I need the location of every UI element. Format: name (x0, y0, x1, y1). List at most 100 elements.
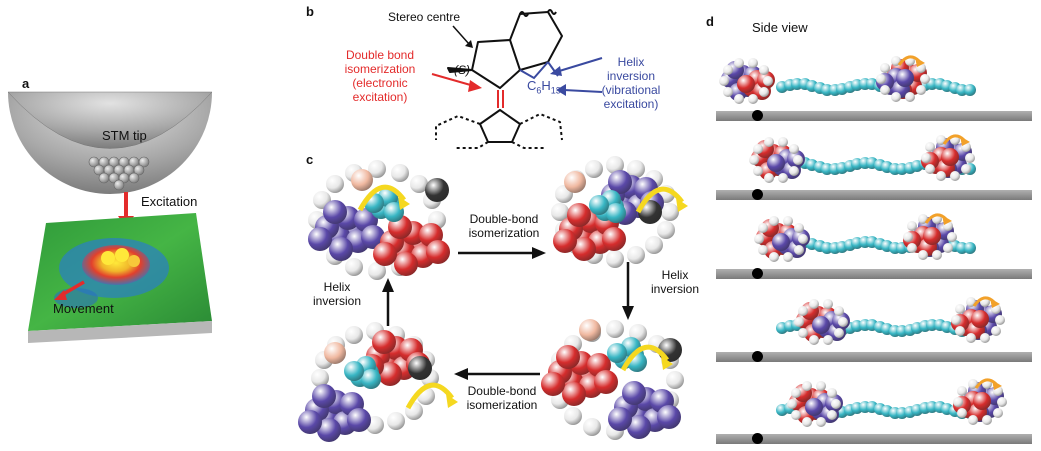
hydrogen-sphere (990, 325, 1001, 336)
hydrogen-sphere (960, 163, 971, 174)
atom-sphere (308, 227, 333, 252)
hydrogen-sphere (957, 407, 968, 418)
arrow-bottom (454, 368, 540, 380)
hydrogen-sphere (754, 234, 764, 244)
anchor-dot (752, 433, 763, 444)
left-arrow-label: Helix inversion (302, 280, 372, 308)
hydrogen-sphere (764, 172, 775, 183)
substituent-c: C (527, 78, 537, 93)
stereo-sphere (579, 319, 601, 341)
panel-d-label: d (706, 14, 714, 29)
helix-inversion-label: Helix inversion (vibrational excitation) (586, 55, 676, 111)
hydrogen-sphere (915, 84, 926, 95)
hydrogen-sphere (798, 234, 808, 244)
hydrogen-sphere (788, 165, 799, 176)
side-view-frame-5 (712, 368, 1032, 446)
right-arrow-line-2: inversion (650, 282, 700, 296)
hydrogen-sphere (965, 153, 975, 163)
side-view-frame-3 (712, 203, 1032, 281)
hydrogen-sphere (345, 258, 364, 277)
atom-sphere (541, 372, 566, 397)
hydrogen-sphere (791, 388, 802, 398)
hydrogen-sphere (880, 63, 891, 73)
hydrogen-sphere (949, 135, 960, 146)
anchor-dot (752, 351, 763, 362)
hydrogen-sphere (311, 369, 329, 387)
hydrogen-sphere (936, 170, 947, 181)
hydrogen-sphere (723, 65, 734, 75)
hydrogen-sphere (951, 315, 961, 325)
hydrogen-sphere (915, 63, 926, 73)
anchor-dot (752, 189, 763, 200)
hydrogen-sphere (955, 304, 966, 314)
anchor-dot (752, 268, 763, 279)
hydrogen-sphere (921, 153, 931, 163)
hydrogen-sphere (793, 244, 804, 255)
atom-sphere (940, 148, 959, 167)
atom-sphere (766, 153, 785, 172)
hydrogen-sphere (968, 379, 979, 390)
atom-sphere (970, 310, 989, 329)
atom-sphere (361, 369, 382, 390)
hydrogen-sphere (769, 251, 780, 262)
atom-sphere (566, 202, 591, 227)
hydrogen-sphere (344, 325, 363, 344)
hydrogen-sphere (777, 172, 788, 183)
hydrogen-sphere (992, 386, 1003, 396)
hydrogen-sphere (918, 214, 929, 225)
atom-sphere (426, 240, 451, 265)
atom-sphere (736, 74, 755, 93)
hydrogen-sphere (838, 317, 848, 327)
helix-line-2: inversion (606, 69, 656, 83)
atom-sphere (594, 370, 619, 395)
hydrogen-sphere (758, 65, 769, 75)
hydrogen-sphere (995, 315, 1005, 325)
hydrogen-sphere (931, 214, 942, 225)
hydrogen-sphere (734, 58, 745, 69)
hydrogen-sphere (981, 379, 992, 390)
atom-sphere (607, 169, 632, 194)
surface-bar (716, 269, 1032, 279)
hydrogen-sphere (368, 160, 386, 178)
hydrogen-sphere (606, 320, 624, 338)
hydrogen-sphere (802, 381, 813, 392)
bottom-arrow-label: Double-bond isomerization (452, 384, 552, 412)
stereo-symbol: (S) (454, 63, 470, 77)
hydrogen-sphere (891, 91, 902, 102)
hydrogen-sphere (925, 142, 936, 152)
stereo-centre-arrow (452, 25, 473, 48)
molecule-c-topleft (302, 150, 462, 285)
hydrogen-sphere (723, 86, 734, 97)
hydrogen-sphere (990, 304, 1001, 314)
hydrogen-sphere (747, 93, 758, 104)
substituent-sub1: 6 (536, 85, 542, 96)
top-arrow-label: Double-bond isomerization (454, 212, 554, 240)
rotation-arrow (942, 134, 970, 146)
anchor-dot (752, 110, 763, 121)
hydrogen-sphere (791, 409, 802, 420)
hydrogen-sphere (833, 306, 844, 316)
atom-sphere (393, 251, 418, 276)
double-bond-line-4: excitation) (352, 90, 408, 104)
atom-sphere (771, 232, 790, 251)
hydrogen-sphere (949, 170, 960, 181)
molecule-c-topright (540, 152, 690, 277)
atom-sphere (328, 236, 353, 261)
double-bond-line-1: Double bond (345, 48, 415, 62)
left-arrow-line-2: inversion (312, 294, 362, 308)
hydrogen-sphere (798, 327, 809, 338)
atom-sphere (895, 69, 914, 88)
hydrogen-sphere (387, 412, 406, 431)
rotation-arrow (405, 382, 458, 410)
hydrogen-sphere (891, 56, 902, 67)
hydrogen-sphere (644, 236, 663, 255)
methyl-sphere (408, 356, 432, 380)
stereo-sphere (564, 171, 586, 193)
atom-sphere (343, 361, 364, 382)
atom-sphere (811, 315, 830, 334)
side-view-frame-1 (712, 38, 1032, 123)
atom-sphere (373, 242, 398, 267)
top-arrow-line-2: isomerization (468, 226, 540, 240)
rotation-arrow (357, 184, 410, 212)
hydrogen-sphere (769, 216, 780, 227)
